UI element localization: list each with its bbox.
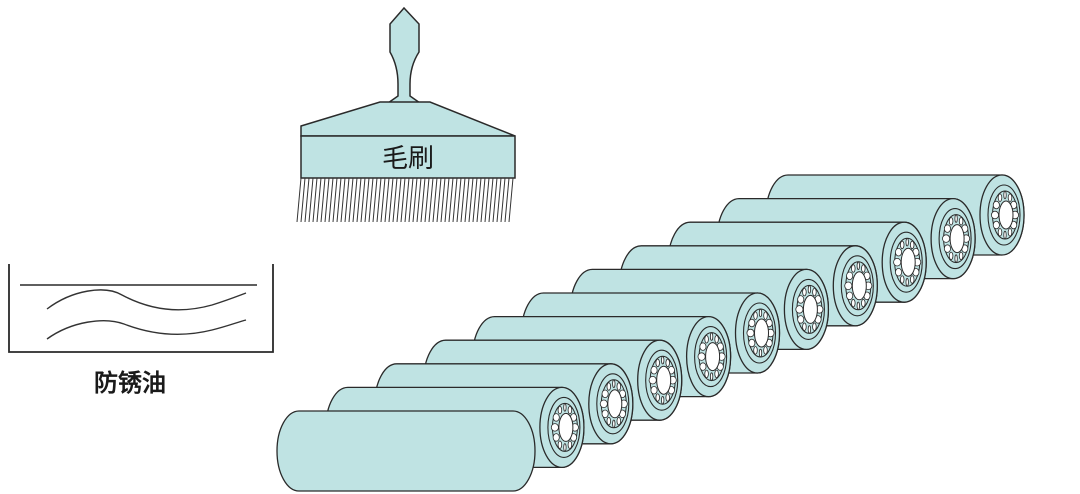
bristle <box>336 177 342 223</box>
bearing-end <box>881 221 927 303</box>
bearing-balls <box>648 356 677 405</box>
bearing-balls <box>893 237 922 287</box>
bristle <box>408 177 414 223</box>
bristle <box>384 177 390 223</box>
bristle <box>492 177 498 223</box>
bristle <box>404 177 410 223</box>
roller-group <box>276 174 1025 492</box>
bristle <box>396 177 402 223</box>
tank-container <box>8 264 274 353</box>
bristle <box>380 177 386 223</box>
bristle <box>296 177 302 223</box>
oil-wave-upper <box>46 289 247 311</box>
brush-label: 毛刷 <box>382 144 434 174</box>
bearing-end <box>685 315 732 398</box>
bristle <box>424 177 430 223</box>
bristle <box>324 177 330 223</box>
bristle <box>420 177 426 223</box>
bristle <box>304 177 310 223</box>
bristle <box>504 177 510 223</box>
bristle <box>464 177 470 223</box>
bristle <box>444 177 450 223</box>
bristle <box>320 177 326 223</box>
bristle <box>376 177 382 223</box>
bristle <box>436 177 442 223</box>
brush-handle <box>385 6 423 104</box>
bristle <box>368 177 374 223</box>
bristle <box>332 177 338 223</box>
bristle <box>364 177 370 223</box>
bristle <box>428 177 434 223</box>
bristle <box>456 177 462 223</box>
bristle <box>468 177 474 223</box>
roller-body <box>276 410 536 492</box>
bristle <box>484 177 490 223</box>
bristle <box>348 177 354 223</box>
bristle <box>312 177 318 223</box>
bristle <box>460 177 466 223</box>
bristle <box>340 177 346 223</box>
bearing-end <box>539 386 585 469</box>
brush-head <box>300 135 516 179</box>
bristle <box>356 177 362 223</box>
bristle <box>300 177 306 223</box>
bristle <box>452 177 458 223</box>
bearing-balls <box>746 308 775 358</box>
bristle <box>432 177 438 223</box>
bristle <box>412 177 418 223</box>
bristle <box>496 177 502 223</box>
oil-tank: 防锈油 <box>8 264 274 397</box>
bristle <box>392 177 398 223</box>
bristle <box>416 177 422 223</box>
bearing-end <box>832 245 878 327</box>
bristle <box>360 177 366 223</box>
oil-label: 防锈油 <box>94 369 166 397</box>
bearing-balls <box>599 379 628 428</box>
bearing-end <box>588 363 634 445</box>
bristle <box>440 177 446 223</box>
bristle <box>508 177 514 223</box>
bearing-end <box>734 292 781 374</box>
brush-ferrule <box>300 101 516 137</box>
bearing-balls <box>795 285 824 334</box>
bristle <box>344 177 350 223</box>
bristle <box>500 177 506 223</box>
bristle <box>388 177 394 223</box>
bearing-end <box>930 197 976 280</box>
bristle <box>352 177 358 223</box>
bearing-end <box>783 268 830 351</box>
brush: 毛刷 <box>296 6 516 223</box>
bristle <box>372 177 378 223</box>
roller <box>276 410 536 492</box>
bristle <box>400 177 406 223</box>
bristle <box>480 177 486 223</box>
bristle <box>448 177 454 223</box>
bristle <box>328 177 334 223</box>
bearing-end <box>979 174 1025 256</box>
oil-wave-lower <box>46 319 247 340</box>
bristle <box>488 177 494 223</box>
brush-bristles <box>296 177 514 223</box>
bristle <box>316 177 322 223</box>
bristle <box>308 177 314 223</box>
bristle <box>472 177 478 223</box>
bristle <box>476 177 482 223</box>
bearing-end <box>637 339 683 421</box>
